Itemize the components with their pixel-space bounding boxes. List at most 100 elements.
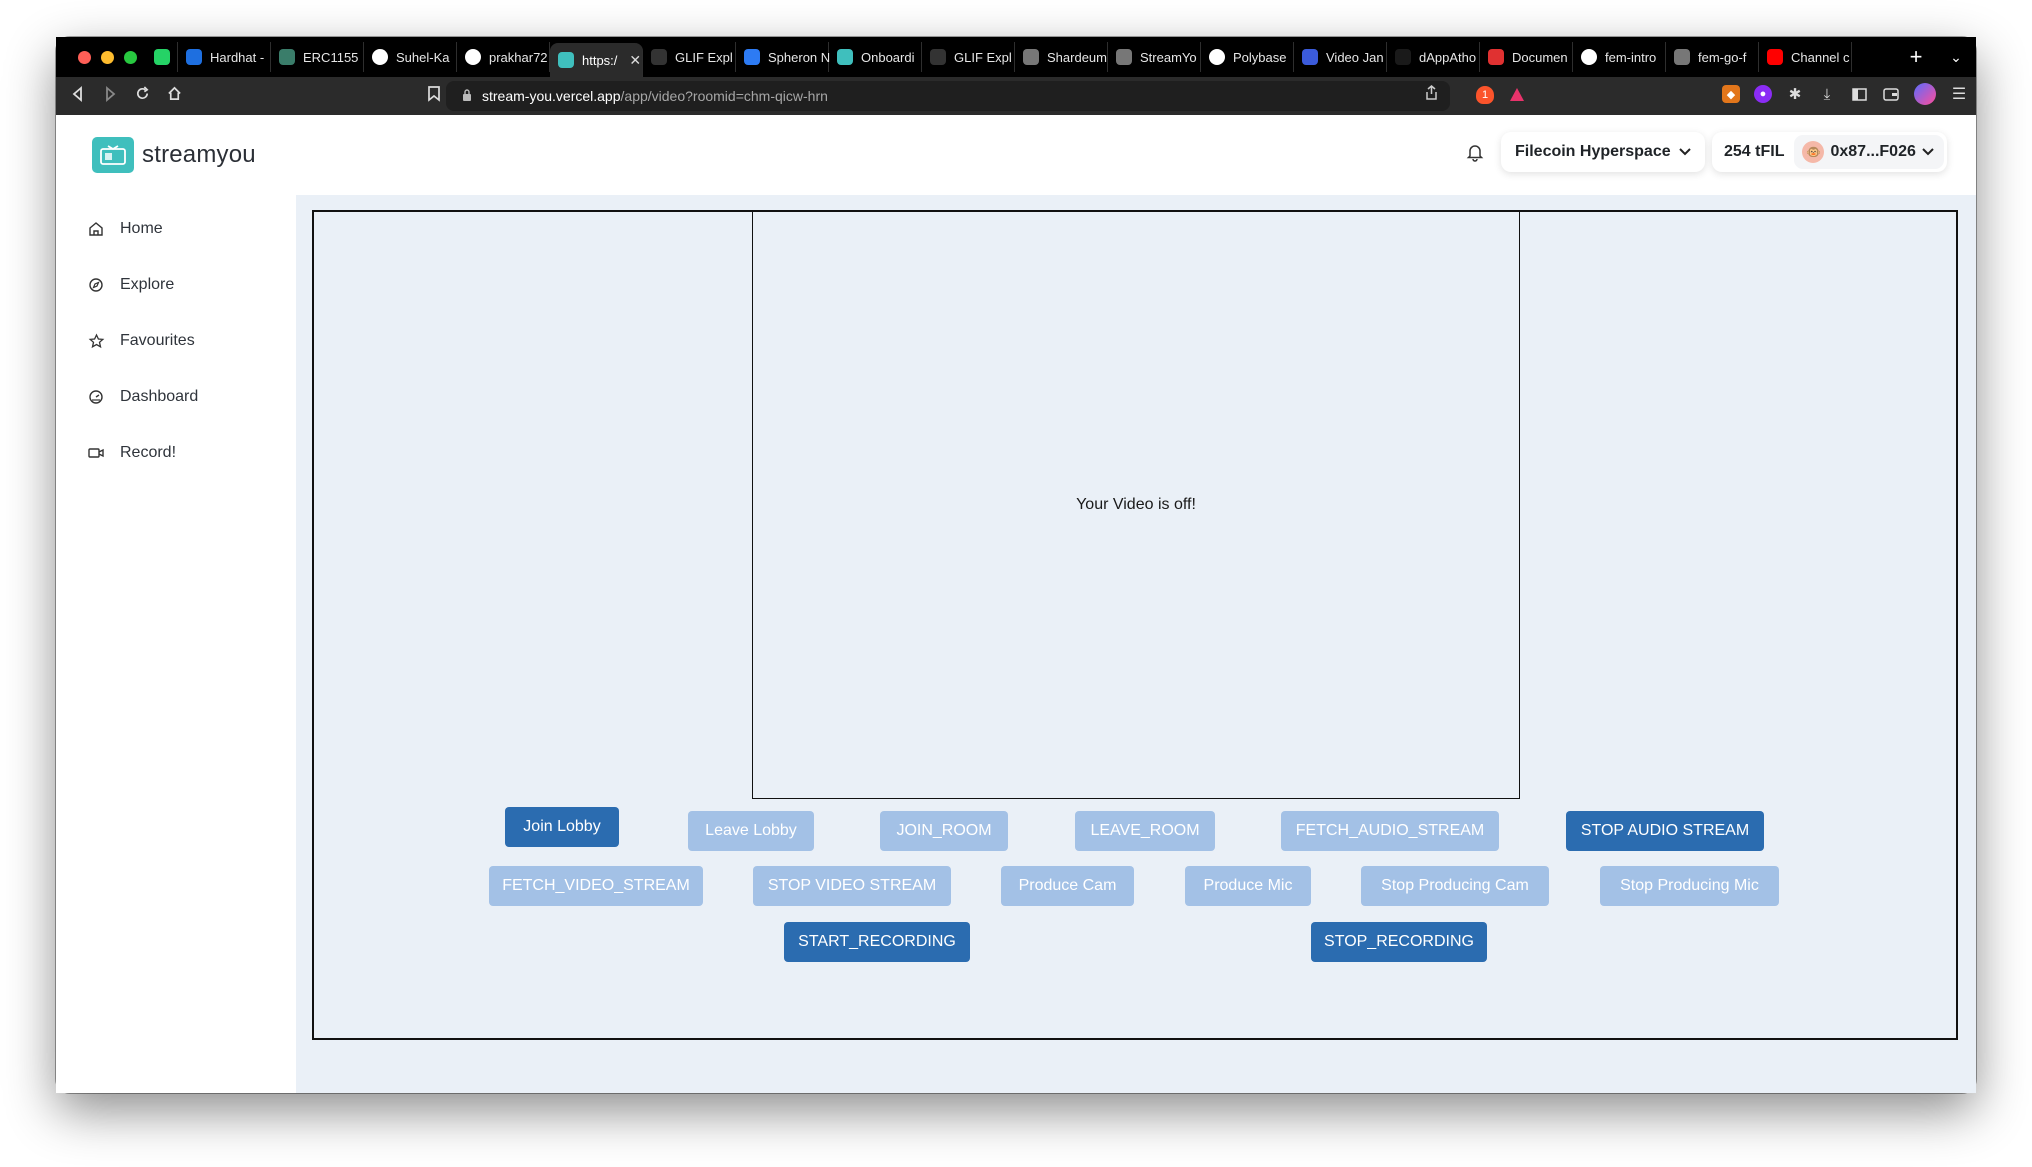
notifications-button[interactable] — [1466, 144, 1484, 166]
puzzle-icon[interactable]: ✱ — [1788, 86, 1802, 103]
sidebar-item-record[interactable]: Record! — [88, 425, 198, 481]
stop-producing-mic-button[interactable]: Stop Producing Mic — [1600, 866, 1779, 906]
wallet-icon[interactable] — [1882, 85, 1900, 103]
sidebar-item-home[interactable]: Home — [88, 201, 198, 257]
join-room-button[interactable]: JOIN_ROOM — [880, 811, 1008, 851]
extensions-area: ◆ ● ✱ ⤓ ☰ — [1722, 83, 1968, 105]
sidebar-item-explore[interactable]: Explore — [88, 257, 198, 313]
new-tab-button[interactable]: + — [1909, 44, 1923, 69]
network-selector[interactable]: Filecoin Hyperspace — [1501, 132, 1705, 172]
extension-icon[interactable]: ● — [1754, 85, 1772, 103]
produce-mic-button[interactable]: Produce Mic — [1185, 866, 1311, 906]
account-button[interactable]: 🐵 0x87...F026 — [1794, 135, 1944, 169]
browser-tab[interactable]: Video Jan — [1294, 42, 1387, 72]
leave-lobby-button[interactable]: Leave Lobby — [688, 811, 814, 851]
tab-title: ERC1155 — [303, 49, 359, 65]
home-icon — [88, 221, 104, 237]
github-icon — [1581, 49, 1597, 65]
tab-search-button[interactable]: ⌄ — [1950, 48, 1962, 65]
sidebar-icon[interactable] — [1850, 85, 1868, 103]
sidebar-item-dashboard[interactable]: Dashboard — [88, 369, 198, 425]
address-bar-actions — [1425, 85, 1438, 104]
streamyou-icon — [558, 52, 574, 68]
fetch-audio-stream-button[interactable]: FETCH_AUDIO_STREAM — [1281, 811, 1499, 851]
browser-tab[interactable]: dAppAtho — [1387, 42, 1480, 72]
produce-cam-button[interactable]: Produce Cam — [1001, 866, 1134, 906]
browser-tab[interactable]: prakhar72 — [457, 42, 550, 72]
browser-tab[interactable]: GLIF Expl — [643, 42, 736, 72]
tab-title: fem-intro — [1605, 49, 1657, 65]
join-lobby-button[interactable]: Join Lobby — [505, 807, 619, 847]
stop-recording-button[interactable]: STOP_RECORDING — [1311, 922, 1487, 962]
browser-tab[interactable]: Suhel-Ka — [364, 42, 457, 72]
youtube-icon — [1767, 49, 1783, 65]
brave-rewards-icon[interactable] — [1508, 86, 1526, 104]
video-room-frame: Your Video is off! Join Lobby Leave Lobb… — [312, 210, 1958, 1040]
sidebar-item-label: Favourites — [120, 332, 195, 349]
forward-button[interactable] — [94, 86, 126, 106]
sidebar-menu: Home Explore Favourites — [88, 201, 198, 481]
spheron-icon — [744, 49, 760, 65]
stop-producing-cam-button[interactable]: Stop Producing Cam — [1361, 866, 1549, 906]
close-window-button[interactable] — [78, 50, 91, 64]
browser-tab[interactable]: ERC1155 — [271, 42, 364, 72]
browser-tab[interactable]: Channel c — [1759, 42, 1852, 72]
browser-tab[interactable]: fem-go-f — [1666, 42, 1759, 72]
globe-icon — [1023, 49, 1039, 65]
polybase-icon — [1209, 49, 1225, 65]
brave-shields-icon[interactable]: 1 — [1476, 86, 1494, 104]
avatar: 🐵 — [1802, 141, 1825, 163]
logo-text: streamyou — [142, 141, 256, 168]
address-bar[interactable]: stream-you.vercel.app/app/video?roomid=c… — [446, 81, 1450, 111]
logo[interactable]: streamyou — [92, 137, 256, 173]
browser-toolbar: stream-you.vercel.app/app/video?roomid=c… — [56, 77, 1976, 115]
camera-icon — [88, 445, 104, 461]
maximize-window-button[interactable] — [124, 50, 137, 64]
share-button[interactable] — [1425, 85, 1438, 104]
home-icon — [167, 86, 181, 100]
github-icon — [372, 49, 388, 65]
browser-tab[interactable]: Hardhat - — [178, 42, 271, 72]
browser-tab[interactable] — [146, 42, 178, 72]
browser-tab[interactable]: Polybase — [1201, 42, 1294, 72]
bookmark-icon — [428, 86, 440, 102]
tab-title: GLIF Expl — [954, 49, 1012, 65]
reload-button[interactable] — [126, 86, 158, 106]
minimize-window-button[interactable] — [101, 50, 114, 64]
close-tab-icon[interactable]: ✕ — [629, 51, 642, 68]
fetch-video-stream-button[interactable]: FETCH_VIDEO_STREAM — [489, 866, 703, 906]
compass-icon — [88, 277, 104, 293]
video-player: Your Video is off! — [752, 211, 1520, 799]
account-widget: 254 tFIL 🐵 0x87...F026 — [1712, 132, 1947, 172]
browser-tab[interactable]: Spheron N — [736, 42, 830, 72]
browser-tab[interactable]: fem-intro — [1573, 42, 1666, 72]
stop-audio-stream-button[interactable]: STOP AUDIO STREAM — [1566, 811, 1764, 851]
video-off-message: Your Video is off! — [1076, 496, 1196, 513]
download-icon[interactable]: ⤓ — [1823, 85, 1831, 103]
browser-tab[interactable]: StreamYo — [1108, 42, 1201, 72]
docs-icon — [1488, 49, 1504, 65]
sidebar: streamyou Home Explore — [56, 115, 297, 1093]
sidebar-item-favourites[interactable]: Favourites — [88, 313, 198, 369]
start-recording-button[interactable]: START_RECORDING — [784, 922, 970, 962]
home-button[interactable] — [158, 86, 190, 106]
tab-title: Shardeum — [1047, 49, 1107, 65]
browser-tab[interactable]: Documen — [1480, 42, 1573, 72]
tab-title: Documen — [1512, 49, 1568, 65]
metamask-icon[interactable]: ◆ — [1722, 85, 1740, 103]
bookmark-button[interactable] — [428, 86, 440, 105]
browser-tab[interactable]: Shardeum — [1015, 42, 1108, 72]
stop-video-stream-button[interactable]: STOP VIDEO STREAM — [753, 866, 951, 906]
profile-icon[interactable] — [1914, 83, 1936, 105]
browser-tab[interactable]: Onboardi — [829, 42, 922, 72]
share-icon — [1426, 85, 1437, 100]
onboarding-icon — [837, 49, 853, 65]
browser-tab[interactable]: GLIF Expl — [922, 42, 1015, 72]
leave-room-button[interactable]: LEAVE_ROOM — [1075, 811, 1215, 851]
back-button[interactable] — [62, 86, 94, 106]
menu-icon[interactable]: ☰ — [1951, 86, 1967, 103]
browser-tab[interactable]: https:/✕ — [550, 43, 643, 77]
bell-icon — [1466, 145, 1484, 162]
